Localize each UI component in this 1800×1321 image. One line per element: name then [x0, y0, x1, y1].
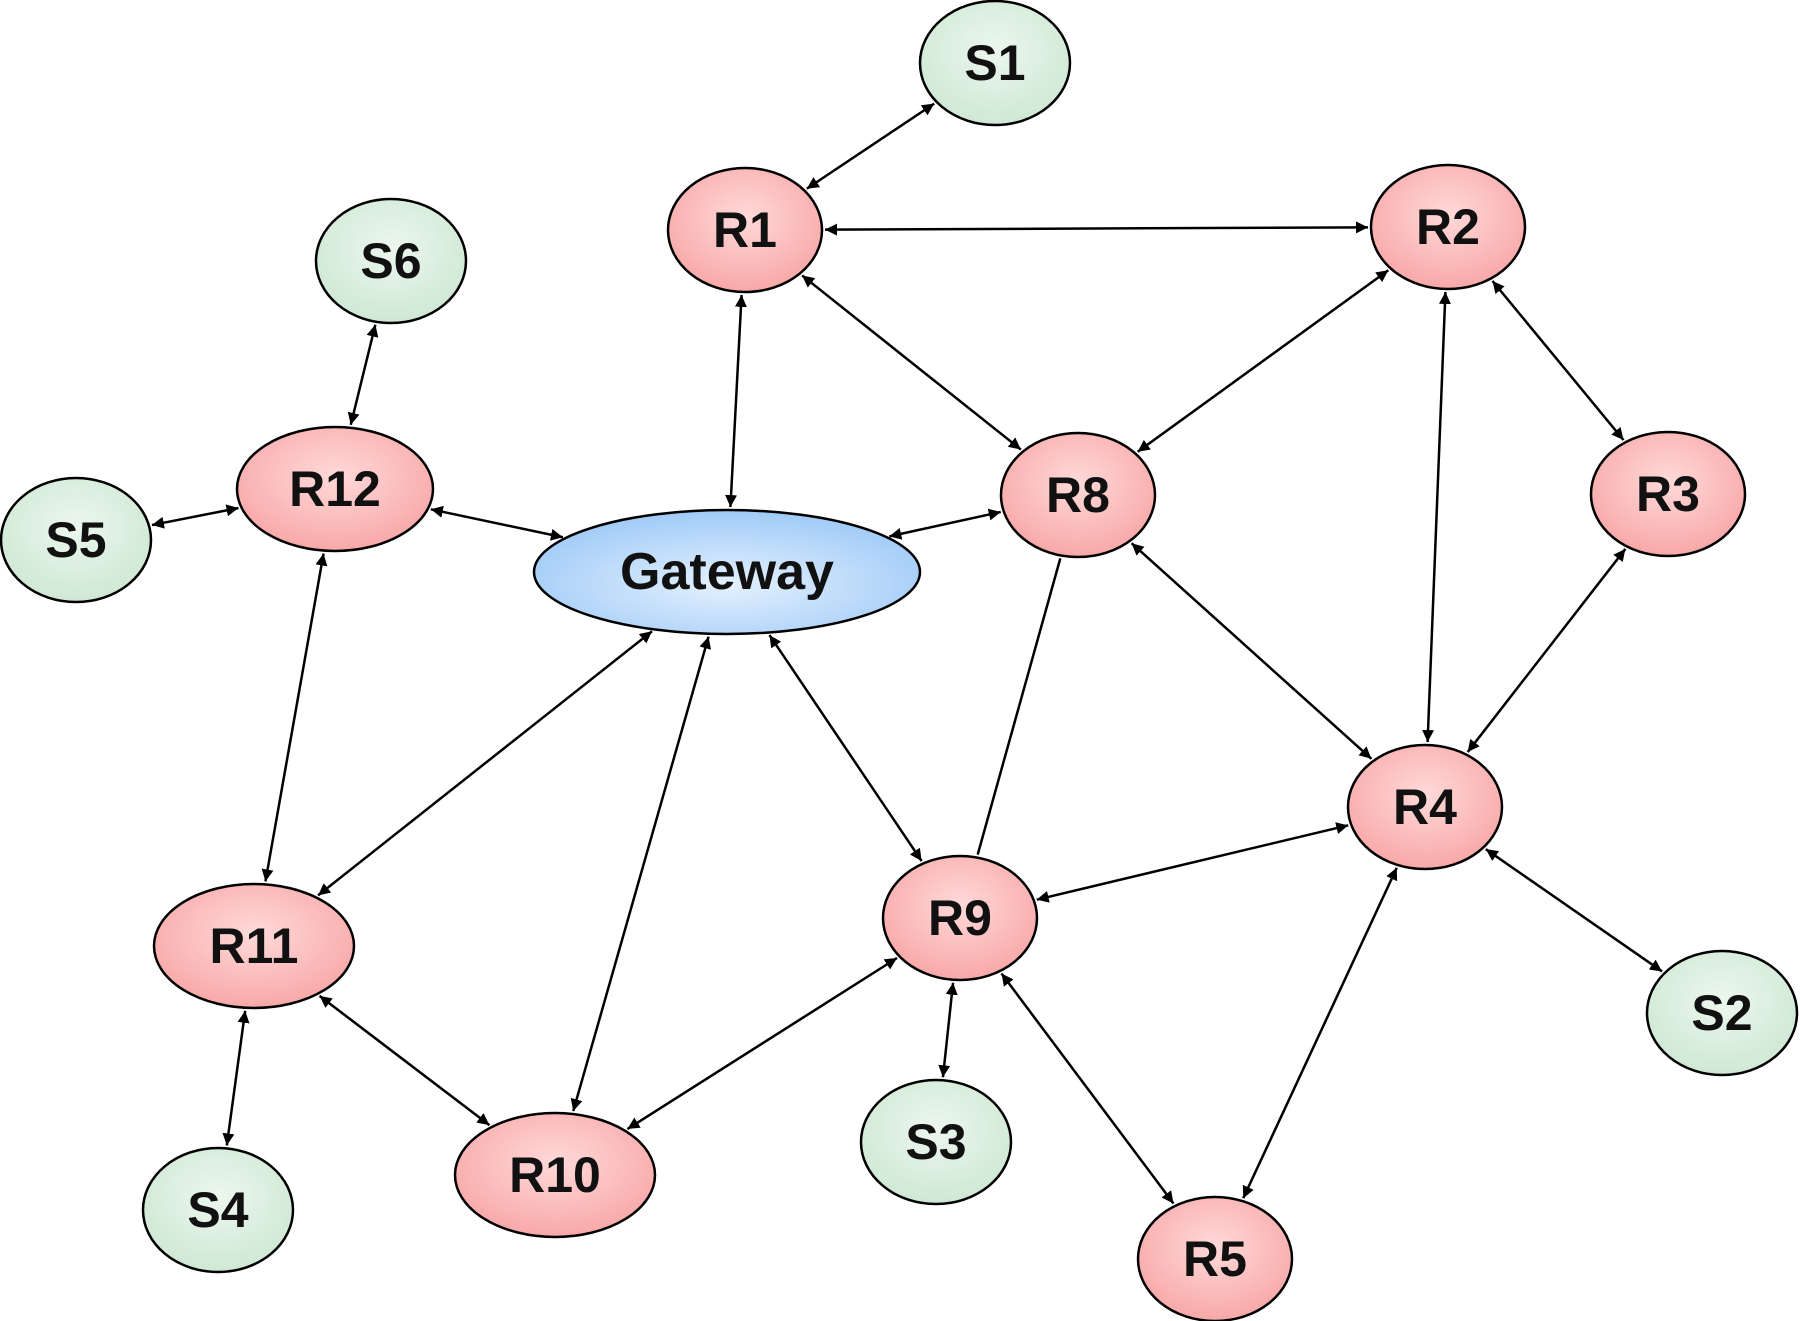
- node-label: Gateway: [620, 543, 834, 601]
- edge-r2-r8: [1136, 269, 1390, 453]
- router-shape: [999, 431, 1157, 559]
- node-label: R3: [1636, 466, 1700, 522]
- edge-r9-s3: [938, 982, 958, 1078]
- node-label: R8: [1046, 467, 1110, 523]
- sensor-shape: [141, 1146, 295, 1274]
- edge-r4-r9: [1036, 822, 1349, 903]
- router-shape: [1346, 743, 1504, 871]
- edge-gateway-r9: [768, 634, 923, 862]
- sensor-shape: [859, 1078, 1013, 1206]
- node-s6: S6: [314, 197, 468, 325]
- edge-r9-r10: [626, 956, 898, 1131]
- edge-r8-r4: [1130, 542, 1373, 760]
- node-label: R12: [289, 461, 381, 517]
- node-label: S6: [360, 233, 421, 289]
- edge-r3-r4: [1466, 548, 1627, 753]
- node-label: S1: [964, 35, 1025, 91]
- sensor-shape: [918, 0, 1072, 127]
- router-shape: [1589, 430, 1747, 558]
- node-gateway: Gateway: [532, 508, 922, 636]
- node-s4: S4: [141, 1146, 295, 1274]
- node-label: R4: [1393, 779, 1457, 835]
- edge-r8-gateway: [889, 508, 1002, 540]
- edge-r1-gateway: [725, 294, 747, 508]
- edge-r1-r2: [824, 221, 1369, 236]
- edge-r4-s2: [1485, 848, 1663, 973]
- router-shape: [1369, 163, 1527, 291]
- edge-s6-r12: [347, 324, 379, 426]
- node-label: R2: [1416, 199, 1480, 255]
- node-s5: S5: [0, 476, 153, 604]
- node-r9: R9: [881, 854, 1039, 982]
- edge-r4-r5: [1242, 867, 1398, 1199]
- node-s1: S1: [918, 0, 1072, 127]
- node-r8: R8: [999, 431, 1157, 559]
- node-label: S2: [1691, 985, 1752, 1041]
- node-s3: S3: [859, 1078, 1013, 1206]
- router-shape: [152, 882, 356, 1010]
- edge-r2-r4: [1422, 291, 1451, 743]
- node-r5: R5: [1136, 1195, 1294, 1321]
- node-label: R10: [509, 1147, 601, 1203]
- node-label: S3: [905, 1114, 966, 1170]
- node-r4: R4: [1346, 743, 1504, 871]
- edge-r9-r5: [1000, 972, 1175, 1205]
- router-shape: [1136, 1195, 1294, 1321]
- node-label: S5: [45, 512, 106, 568]
- node-r10: R10: [453, 1111, 657, 1239]
- edge-r11-r10: [318, 994, 491, 1127]
- node-label: R5: [1183, 1231, 1247, 1287]
- node-r12: R12: [235, 425, 435, 553]
- node-s2: S2: [1645, 949, 1799, 1077]
- edges-layer: [151, 102, 1663, 1205]
- edge-s1-r1: [806, 102, 935, 190]
- edge-r11-s4: [222, 1010, 250, 1146]
- edge-r12-gateway: [430, 505, 564, 541]
- node-r2: R2: [1369, 163, 1527, 291]
- node-label: S4: [187, 1182, 248, 1238]
- edge-gateway-r10: [570, 636, 712, 1112]
- node-r3: R3: [1589, 430, 1747, 558]
- node-r1: R1: [666, 166, 824, 294]
- edge-r8-r9: [976, 558, 1062, 855]
- node-label: R11: [210, 918, 299, 974]
- node-label: R9: [928, 890, 992, 946]
- sensor-shape: [0, 476, 153, 604]
- node-r11: R11: [152, 882, 356, 1010]
- edge-r12-r11: [261, 553, 328, 882]
- sensor-shape: [314, 197, 468, 325]
- router-shape: [881, 854, 1039, 982]
- edge-r2-r3: [1491, 280, 1625, 441]
- router-shape: [666, 166, 824, 294]
- router-shape: [453, 1111, 657, 1239]
- edge-r1-r8: [801, 274, 1022, 451]
- node-label: R1: [713, 202, 777, 258]
- gateway-shape: [532, 508, 922, 636]
- sensor-shape: [1645, 949, 1799, 1077]
- edge-gateway-r11: [317, 630, 653, 897]
- router-shape: [235, 425, 435, 553]
- edge-s5-r12: [151, 504, 239, 529]
